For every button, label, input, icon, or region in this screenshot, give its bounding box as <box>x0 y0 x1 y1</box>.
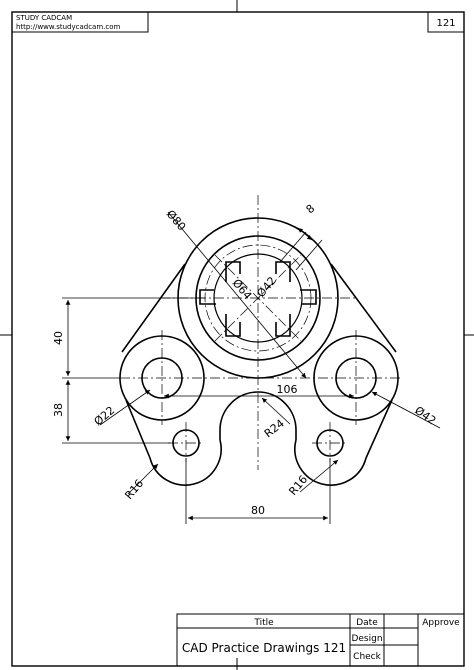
check-label: Check <box>353 652 381 662</box>
sheet-number: 121 <box>436 18 455 29</box>
dim-width-8: 8 <box>304 202 318 216</box>
design-label: Design <box>351 634 382 644</box>
dim-height-40: 40 <box>52 331 65 345</box>
brand-label: STUDY CADCAM <box>16 14 72 22</box>
dim-d42-center: Ø42 <box>254 274 279 300</box>
date-label: Date <box>356 618 378 628</box>
dim-d80: Ø80 <box>164 208 189 234</box>
dim-r16-left: R16 <box>122 477 146 502</box>
dim-span-106: 106 <box>277 383 298 396</box>
header-block: STUDY CADCAM http://www.studycadcam.com <box>11 11 149 33</box>
dim-r24: R24 <box>262 417 287 441</box>
dim-d22: Ø22 <box>92 404 118 429</box>
dimension-lines <box>62 211 441 524</box>
title-value: CAD Practice Drawings 121 <box>182 641 346 655</box>
sheet-border <box>11 11 465 667</box>
dim-height-38: 38 <box>52 403 65 417</box>
dim-span-80: 80 <box>251 504 265 517</box>
title-block-texts: Title CAD Practice Drawings 121 Date Des… <box>182 618 460 662</box>
dim-d42-right: Ø42 <box>412 404 438 428</box>
url-label: http://www.studycadcam.com <box>16 23 121 31</box>
title-block <box>176 613 465 667</box>
approve-label: Approve <box>422 618 460 628</box>
dim-d64: Ø64 <box>230 277 255 303</box>
title-label: Title <box>253 618 274 628</box>
sheet-number-block: 121 <box>427 11 465 33</box>
